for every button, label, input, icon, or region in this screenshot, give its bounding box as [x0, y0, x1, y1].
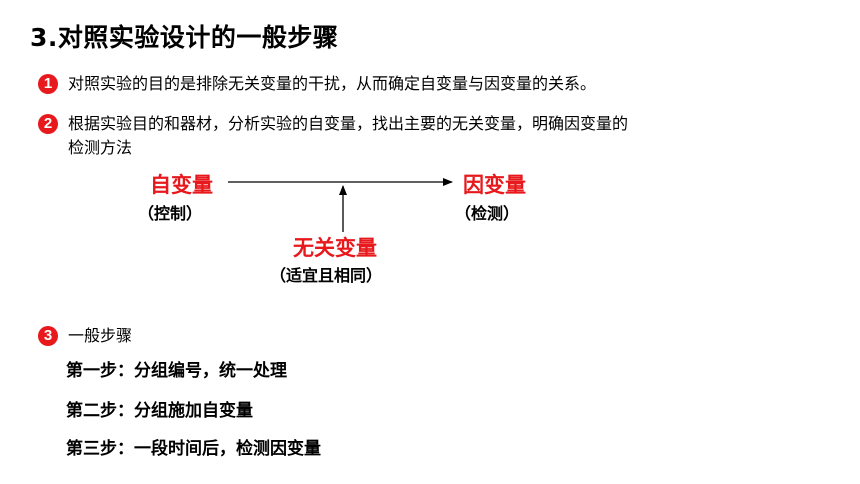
number-badge-2: 2 — [38, 114, 58, 134]
dependent-variable-note: （检测） — [455, 204, 520, 223]
irrelevant-variable-note: （适宜且相同） — [270, 266, 383, 285]
step-2: 第二步：分组施加自变量 — [66, 401, 253, 421]
independent-variable-label: 自变量 — [150, 173, 213, 197]
dependent-variable-label: 因变量 — [463, 173, 526, 197]
irrelevant-variable-label: 无关变量 — [293, 236, 377, 260]
step-1: 第一步：分组编号，统一处理 — [66, 361, 287, 381]
number-badge-3: 3 — [38, 326, 58, 346]
point-2-text-line1: 根据实验目的和器材，分析实验的自变量，找出主要的无关变量，明确因变量的 — [68, 114, 629, 133]
point-3-text: 一般步骤 — [68, 326, 133, 345]
independent-variable-note: （控制） — [138, 204, 203, 223]
point-2-text-line2: 检测方法 — [68, 138, 133, 157]
step-3: 第三步：一段时间后，检测因变量 — [66, 439, 321, 459]
page-title: 3.对照实验设计的一般步骤 — [30, 23, 339, 52]
point-1-text: 对照实验的目的是排除无关变量的干扰，从而确定自变量与因变量的关系。 — [68, 74, 597, 93]
number-badge-1: 1 — [38, 74, 58, 94]
